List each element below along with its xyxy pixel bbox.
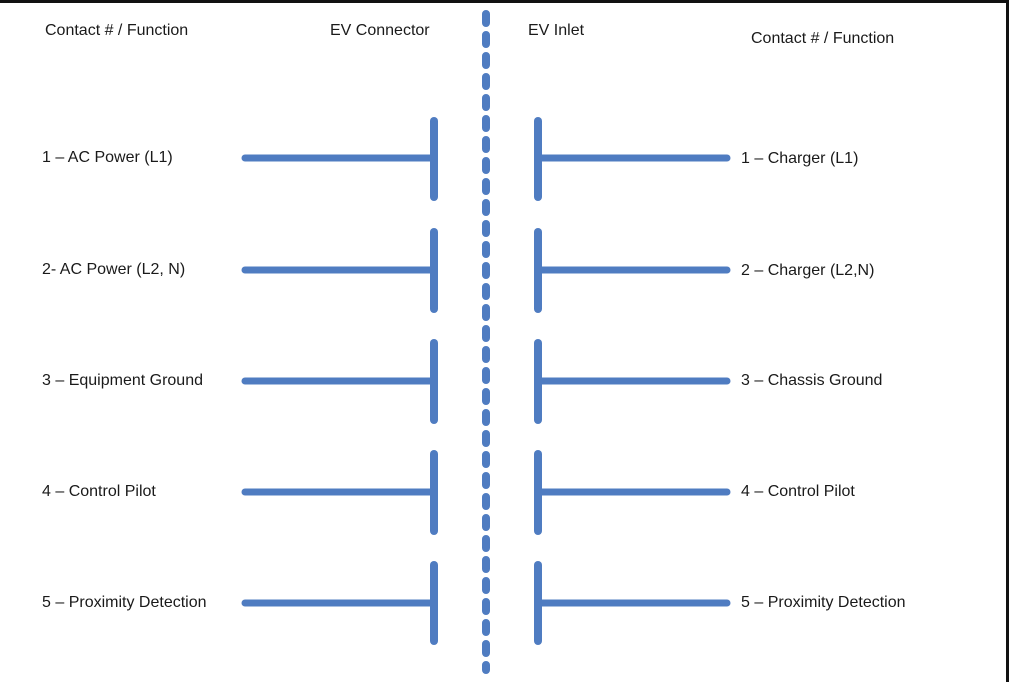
ev-connector-header: EV Connector [330,22,430,39]
contact-pair-4 [241,450,731,535]
right-contact-label-2: 2 – Charger (L2,N) [741,262,875,279]
left-contact-label-1: 1 – AC Power (L1) [42,149,173,166]
right-contact-label-5: 5 – Proximity Detection [741,594,906,611]
ev-inlet-header: EV Inlet [528,22,585,39]
left-contact-label-4: 4 – Control Pilot [42,483,156,500]
right-contact-label-1: 1 – Charger (L1) [741,150,859,167]
right-column-header: Contact # / Function [751,30,895,47]
contact-pair-5 [241,561,731,645]
contact-pair-2 [241,228,731,313]
contact-pair-1 [241,117,731,201]
right-contact-label-4: 4 – Control Pilot [741,483,855,500]
left-column-header: Contact # / Function [45,22,189,39]
right-contact-label-3: 3 – Chassis Ground [741,372,883,389]
left-contact-label-3: 3 – Equipment Ground [42,372,203,389]
left-contact-label-5: 5 – Proximity Detection [42,594,207,611]
contact-pair-3 [241,339,731,424]
left-contact-label-2: 2- AC Power (L2, N) [42,261,186,278]
